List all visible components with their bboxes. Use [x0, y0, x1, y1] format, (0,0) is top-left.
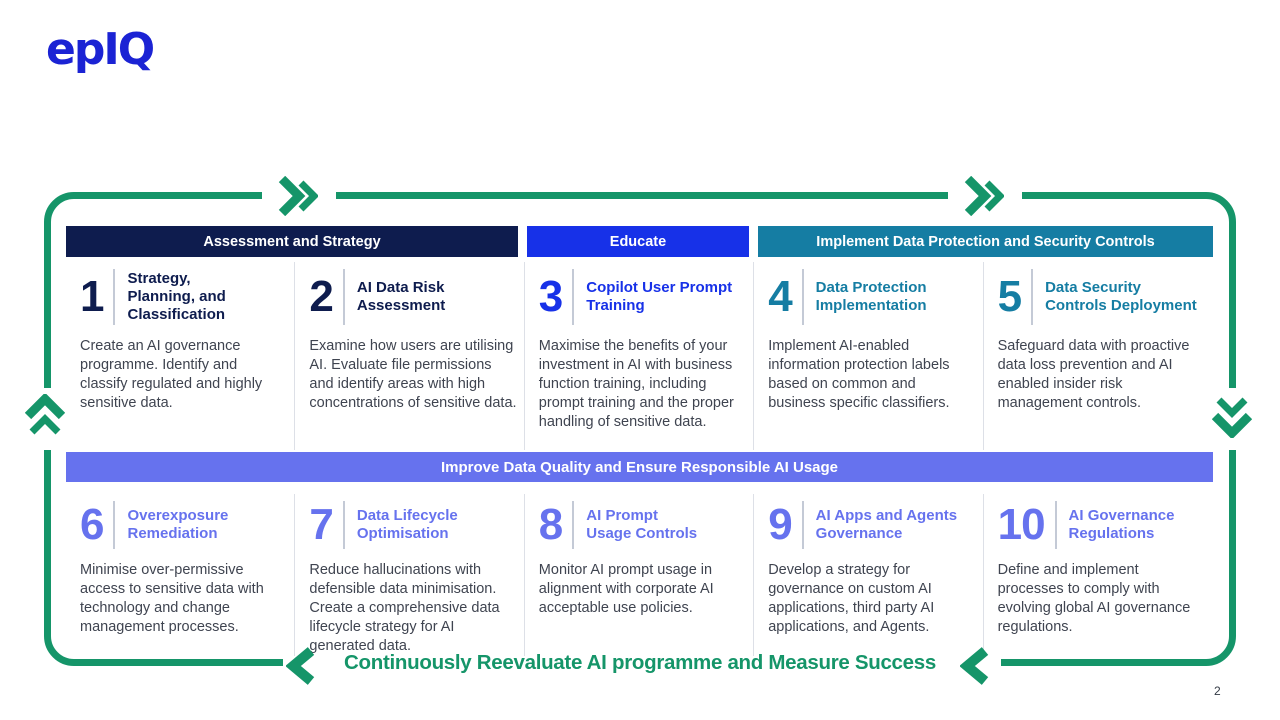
step-divider — [113, 269, 116, 325]
phase-header-implement-controls: Implement Data Protection and Security C… — [758, 226, 1213, 257]
step-description: Define and implement processes to comply… — [997, 562, 1191, 635]
step-title: Copilot User Prompt Training — [586, 279, 733, 314]
step-title: AI Data Risk Assessment — [356, 279, 446, 314]
bottom-banner-label: Continuously Reevaluate AI programme and… — [344, 651, 936, 674]
step-cell-1: 1 Strategy, Planning, and Classification… — [66, 262, 296, 450]
border-gap — [283, 653, 1001, 671]
step-cell-3: 3 Copilot User Prompt Training Maximise … — [525, 262, 755, 450]
step-description: Create an AI governance programme. Ident… — [80, 338, 263, 411]
step-description: Examine how users are utilising AI. Eval… — [309, 338, 517, 411]
step-divider — [1031, 269, 1034, 325]
step-number: 5 — [997, 272, 1023, 321]
step-divider — [572, 269, 575, 325]
step-description: Develop a strategy for governance on cus… — [768, 562, 935, 635]
flow-arrow-up-icon — [25, 394, 65, 435]
step-number: 7 — [309, 500, 334, 549]
step-divider — [113, 501, 116, 549]
step-title: Strategy, Planning, and Classification — [127, 270, 226, 323]
step-cell-4: 4 Data Protection Implementation Impleme… — [754, 262, 984, 450]
flow-arrow-left-icon — [286, 647, 315, 685]
step-number: 10 — [997, 500, 1046, 549]
step-number: 4 — [768, 272, 793, 321]
step-description: Maximise the benefits of your investment… — [538, 338, 734, 430]
step-number: 1 — [80, 272, 105, 321]
steps-row-bottom: 6 Overexposure Remediation Minimise over… — [66, 494, 1213, 656]
page-number: 2 — [1214, 684, 1221, 698]
step-divider — [1054, 501, 1057, 549]
step-description: Implement AI-enabled information protect… — [768, 338, 950, 411]
phase-header-assessment-strategy: Assessment and Strategy — [66, 226, 518, 257]
step-cell-8: 8 AI Prompt Usage Controls Monitor AI pr… — [525, 494, 755, 656]
flow-arrow-down-icon — [1212, 397, 1252, 438]
step-divider — [342, 269, 345, 325]
step-description: Minimise over-permissive access to sensi… — [80, 562, 264, 635]
step-title: AI Apps and Agents Governance — [815, 507, 958, 542]
step-number: 8 — [538, 500, 564, 549]
flow-arrow-right-icon — [964, 176, 1004, 216]
step-number: 2 — [309, 272, 334, 321]
step-divider — [801, 501, 804, 549]
step-cell-2: 2 AI Data Risk Assessment Examine how us… — [295, 262, 525, 450]
step-divider — [572, 501, 575, 549]
step-cell-6: 6 Overexposure Remediation Minimise over… — [66, 494, 296, 656]
epiq-logo: epIQ — [46, 24, 155, 75]
step-divider — [801, 269, 804, 325]
step-title: AI Prompt Usage Controls — [586, 507, 698, 542]
step-cell-7: 7 Data Lifecycle Optimisation Reduce hal… — [295, 494, 525, 656]
step-title: Data Security Controls Deployment — [1045, 279, 1197, 314]
step-description: Monitor AI prompt usage in alignment wit… — [538, 562, 714, 616]
step-description: Safeguard data with proactive data loss … — [997, 338, 1190, 411]
step-cell-5: 5 Data Security Controls Deployment Safe… — [984, 262, 1213, 450]
step-number: 6 — [80, 500, 105, 549]
mid-banner: Improve Data Quality and Ensure Responsi… — [66, 452, 1213, 482]
step-title: Data Protection Implementation — [815, 279, 927, 314]
step-number: 3 — [538, 272, 564, 321]
steps-row-top: 1 Strategy, Planning, and Classification… — [66, 262, 1213, 450]
flow-arrow-right-icon — [278, 176, 318, 216]
step-cell-10: 10 AI Governance Regulations Define and … — [984, 494, 1213, 656]
flow-arrow-left-icon — [960, 647, 989, 685]
step-cell-9: 9 AI Apps and Agents Governance Develop … — [754, 494, 984, 656]
phase-header-educate: Educate — [527, 226, 749, 257]
step-divider — [342, 501, 345, 549]
step-number: 9 — [768, 500, 793, 549]
step-title: Data Lifecycle Optimisation — [356, 507, 458, 542]
step-title: AI Governance Regulations — [1068, 507, 1175, 542]
step-description: Reduce hallucinations with defensible da… — [309, 562, 500, 654]
step-title: Overexposure Remediation — [127, 507, 229, 542]
